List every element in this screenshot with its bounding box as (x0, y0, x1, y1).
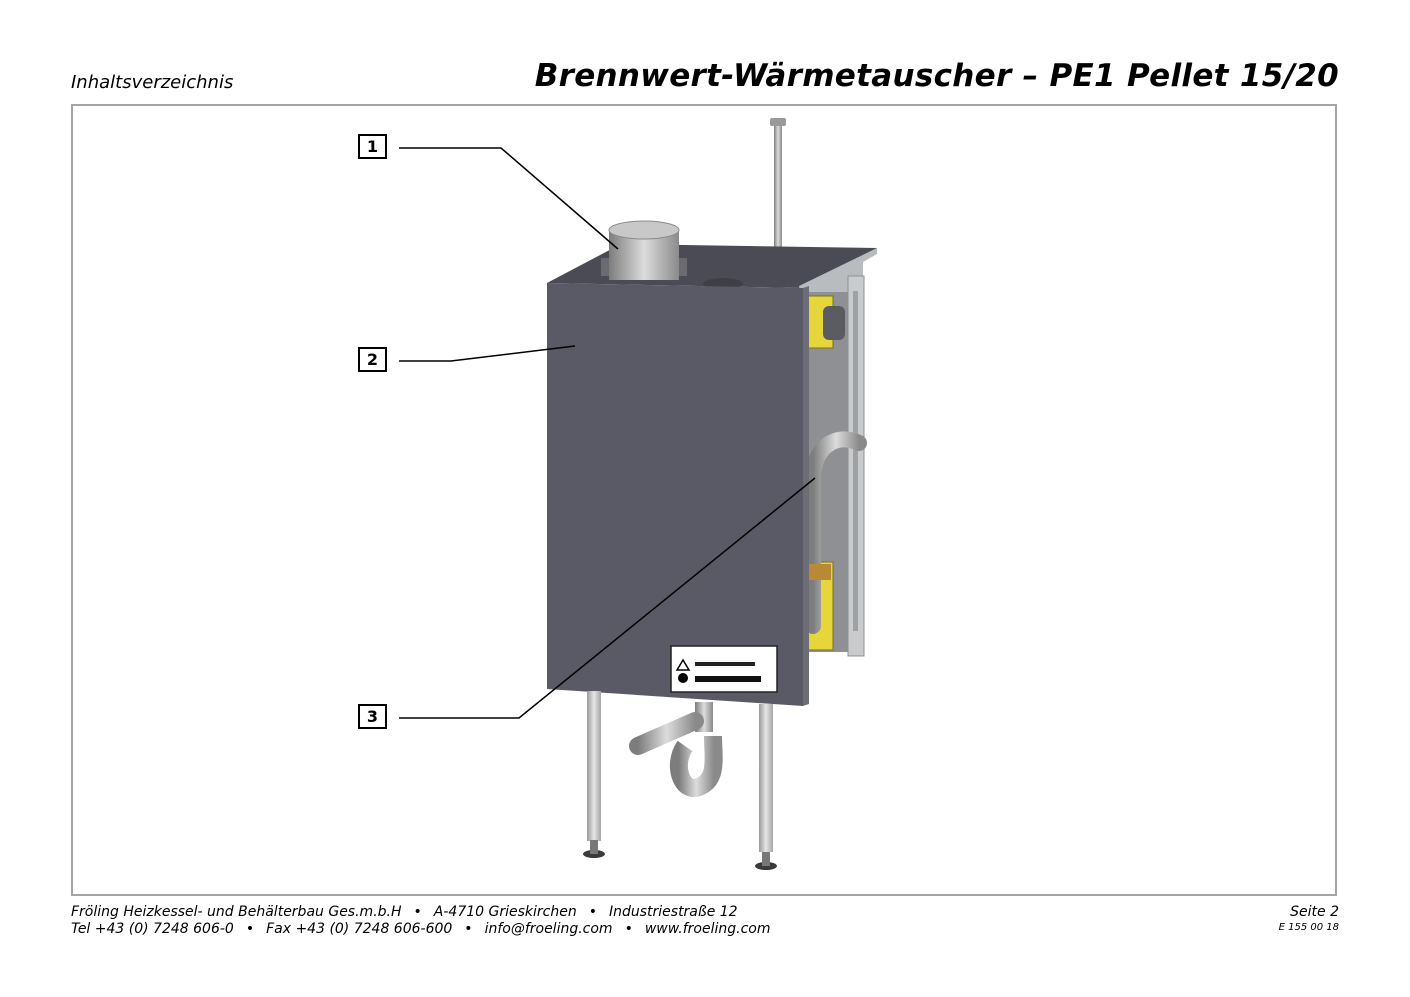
document-number: E 155 00 18 (1278, 922, 1339, 933)
separator: • (413, 904, 422, 920)
separator: • (245, 921, 255, 937)
separator: • (464, 921, 473, 937)
footer-line-1: Fröling Heizkessel- und Behälterbau Ges.… (71, 904, 771, 921)
leader-lines (399, 147, 816, 719)
flue-collar (601, 220, 743, 290)
housing-front (547, 283, 803, 706)
fax: Fax +43 (0) 7248 606-600 (266, 921, 453, 937)
page-number: Seite 2 (1290, 904, 1339, 920)
side-frame (799, 248, 877, 657)
company-street: Industriestraße 12 (608, 904, 738, 920)
callout-3: 3 (358, 704, 387, 729)
email-link[interactable]: info@froeling.com (484, 921, 613, 937)
figure-frame: 1 2 3 (71, 104, 1337, 896)
phone: Tel +43 (0) 7248 606-0 (71, 921, 234, 937)
page-title: Brennwert-Wärmetauscher – PE1 Pellet 15/… (534, 58, 1339, 94)
separator: • (624, 921, 633, 937)
section-label: Inhaltsverzeichnis (71, 72, 234, 93)
warning-label (670, 645, 778, 693)
heat-exchanger-illustration (399, 118, 877, 870)
callout-1: 1 (358, 134, 387, 159)
website-link[interactable]: www.froeling.com (644, 921, 771, 937)
company-address: A-4710 Grieskirchen (433, 904, 577, 920)
siphon-trap (629, 702, 723, 797)
condensate-hose (805, 431, 867, 634)
fitting (823, 306, 845, 340)
company-name: Fröling Heizkessel- und Behälterbau Ges.… (71, 904, 402, 920)
callout-2: 2 (358, 347, 387, 372)
separator: • (588, 904, 597, 920)
footer-line-2: Tel +43 (0) 7248 606-0 • Fax +43 (0) 7248 … (71, 921, 771, 938)
footer-page-info: Seite 2 E 155 00 18 (1279, 904, 1339, 935)
support-legs (583, 691, 777, 870)
footer-contact: Fröling Heizkessel- und Behälterbau Ges.… (71, 904, 771, 938)
